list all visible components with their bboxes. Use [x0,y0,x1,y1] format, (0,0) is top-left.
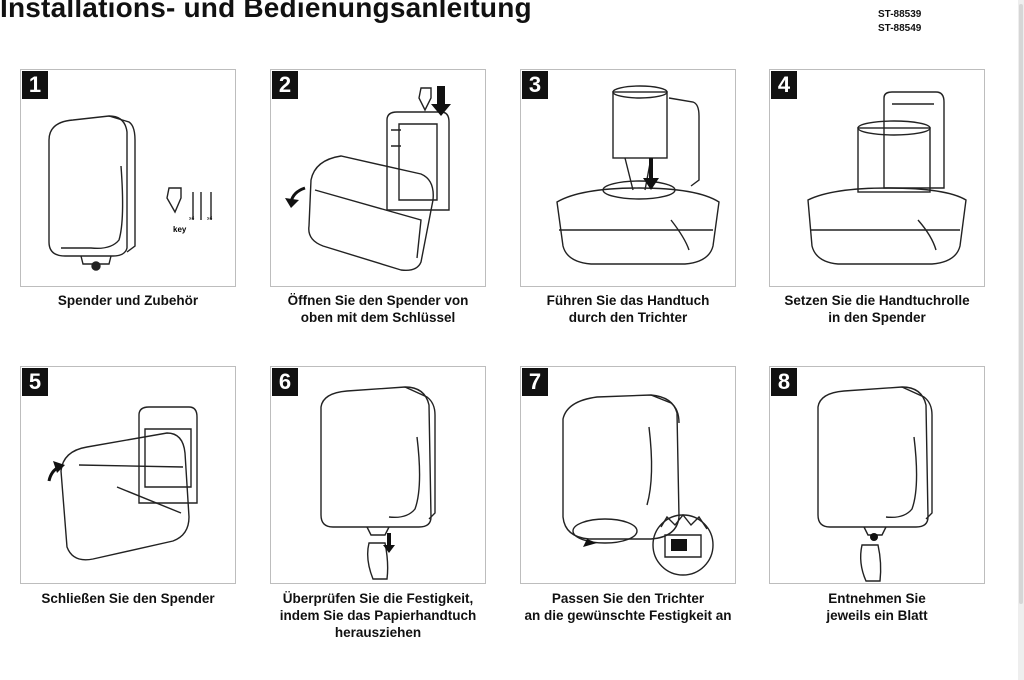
step-panel-5: 5 [20,366,236,584]
close-dispenser-illustration [47,406,198,561]
key-label: key [173,225,187,234]
step-panel-3: 3 [520,69,736,287]
step-panel-2: 2 [270,69,486,287]
step-caption-4: Setzen Sie die Handtuchrolle in den Spen… [784,293,970,325]
step-caption-7: Passen Sie den Trichter an die gewünscht… [524,591,732,623]
step-number: 8 [771,368,797,396]
step-number: 7 [522,368,548,396]
take-sheet-illustration [817,386,933,582]
product-codes: ST-88539 ST-88549 [878,8,921,36]
step-caption-3: Führen Sie das Handtuch durch den Tricht… [546,293,710,325]
step-caption-5: Schließen Sie den Spender [41,591,215,606]
scrollbar-thumb[interactable] [1019,4,1023,604]
product-code: ST-88549 [878,23,922,34]
step-number: 5 [22,368,48,396]
step-caption-1: Spender und Zubehör [57,293,199,308]
open-dispenser-illustration [285,86,451,272]
step-number: 3 [522,71,548,99]
step-number: 6 [272,368,298,396]
step-panel-7: 7 [520,366,736,584]
step-number: 2 [272,71,298,99]
qty-label: x4 [189,216,195,222]
product-code: ST-88539 [878,9,922,20]
feed-towel-illustration [556,85,720,265]
step-number: 1 [22,71,48,99]
check-tension-illustration [320,386,436,580]
step-panel-8: 8 [769,366,985,584]
page-title: Installations- und Bedienungsanleitung [0,0,532,23]
step-caption-6: Überprüfen Sie die Festigkeit, indem Sie… [279,591,477,640]
step-panel-1: 1 key x4 x4 [20,69,236,287]
step-number: 4 [771,71,797,99]
step-panel-6: 6 [270,366,486,584]
adjust-funnel-illustration [562,394,714,576]
dispender-with-accessories-illustration: key x4 x4 [48,115,213,271]
step-caption-8: Entnehmen Sie jeweils ein Blatt [826,591,928,623]
step-caption-2: Öffnen Sie den Spender von oben mit dem … [287,293,469,325]
qty-label: x4 [207,216,213,222]
step-panel-4: 4 [769,69,985,287]
insert-roll-illustration [807,91,967,265]
vertical-scrollbar[interactable] [1018,0,1024,680]
